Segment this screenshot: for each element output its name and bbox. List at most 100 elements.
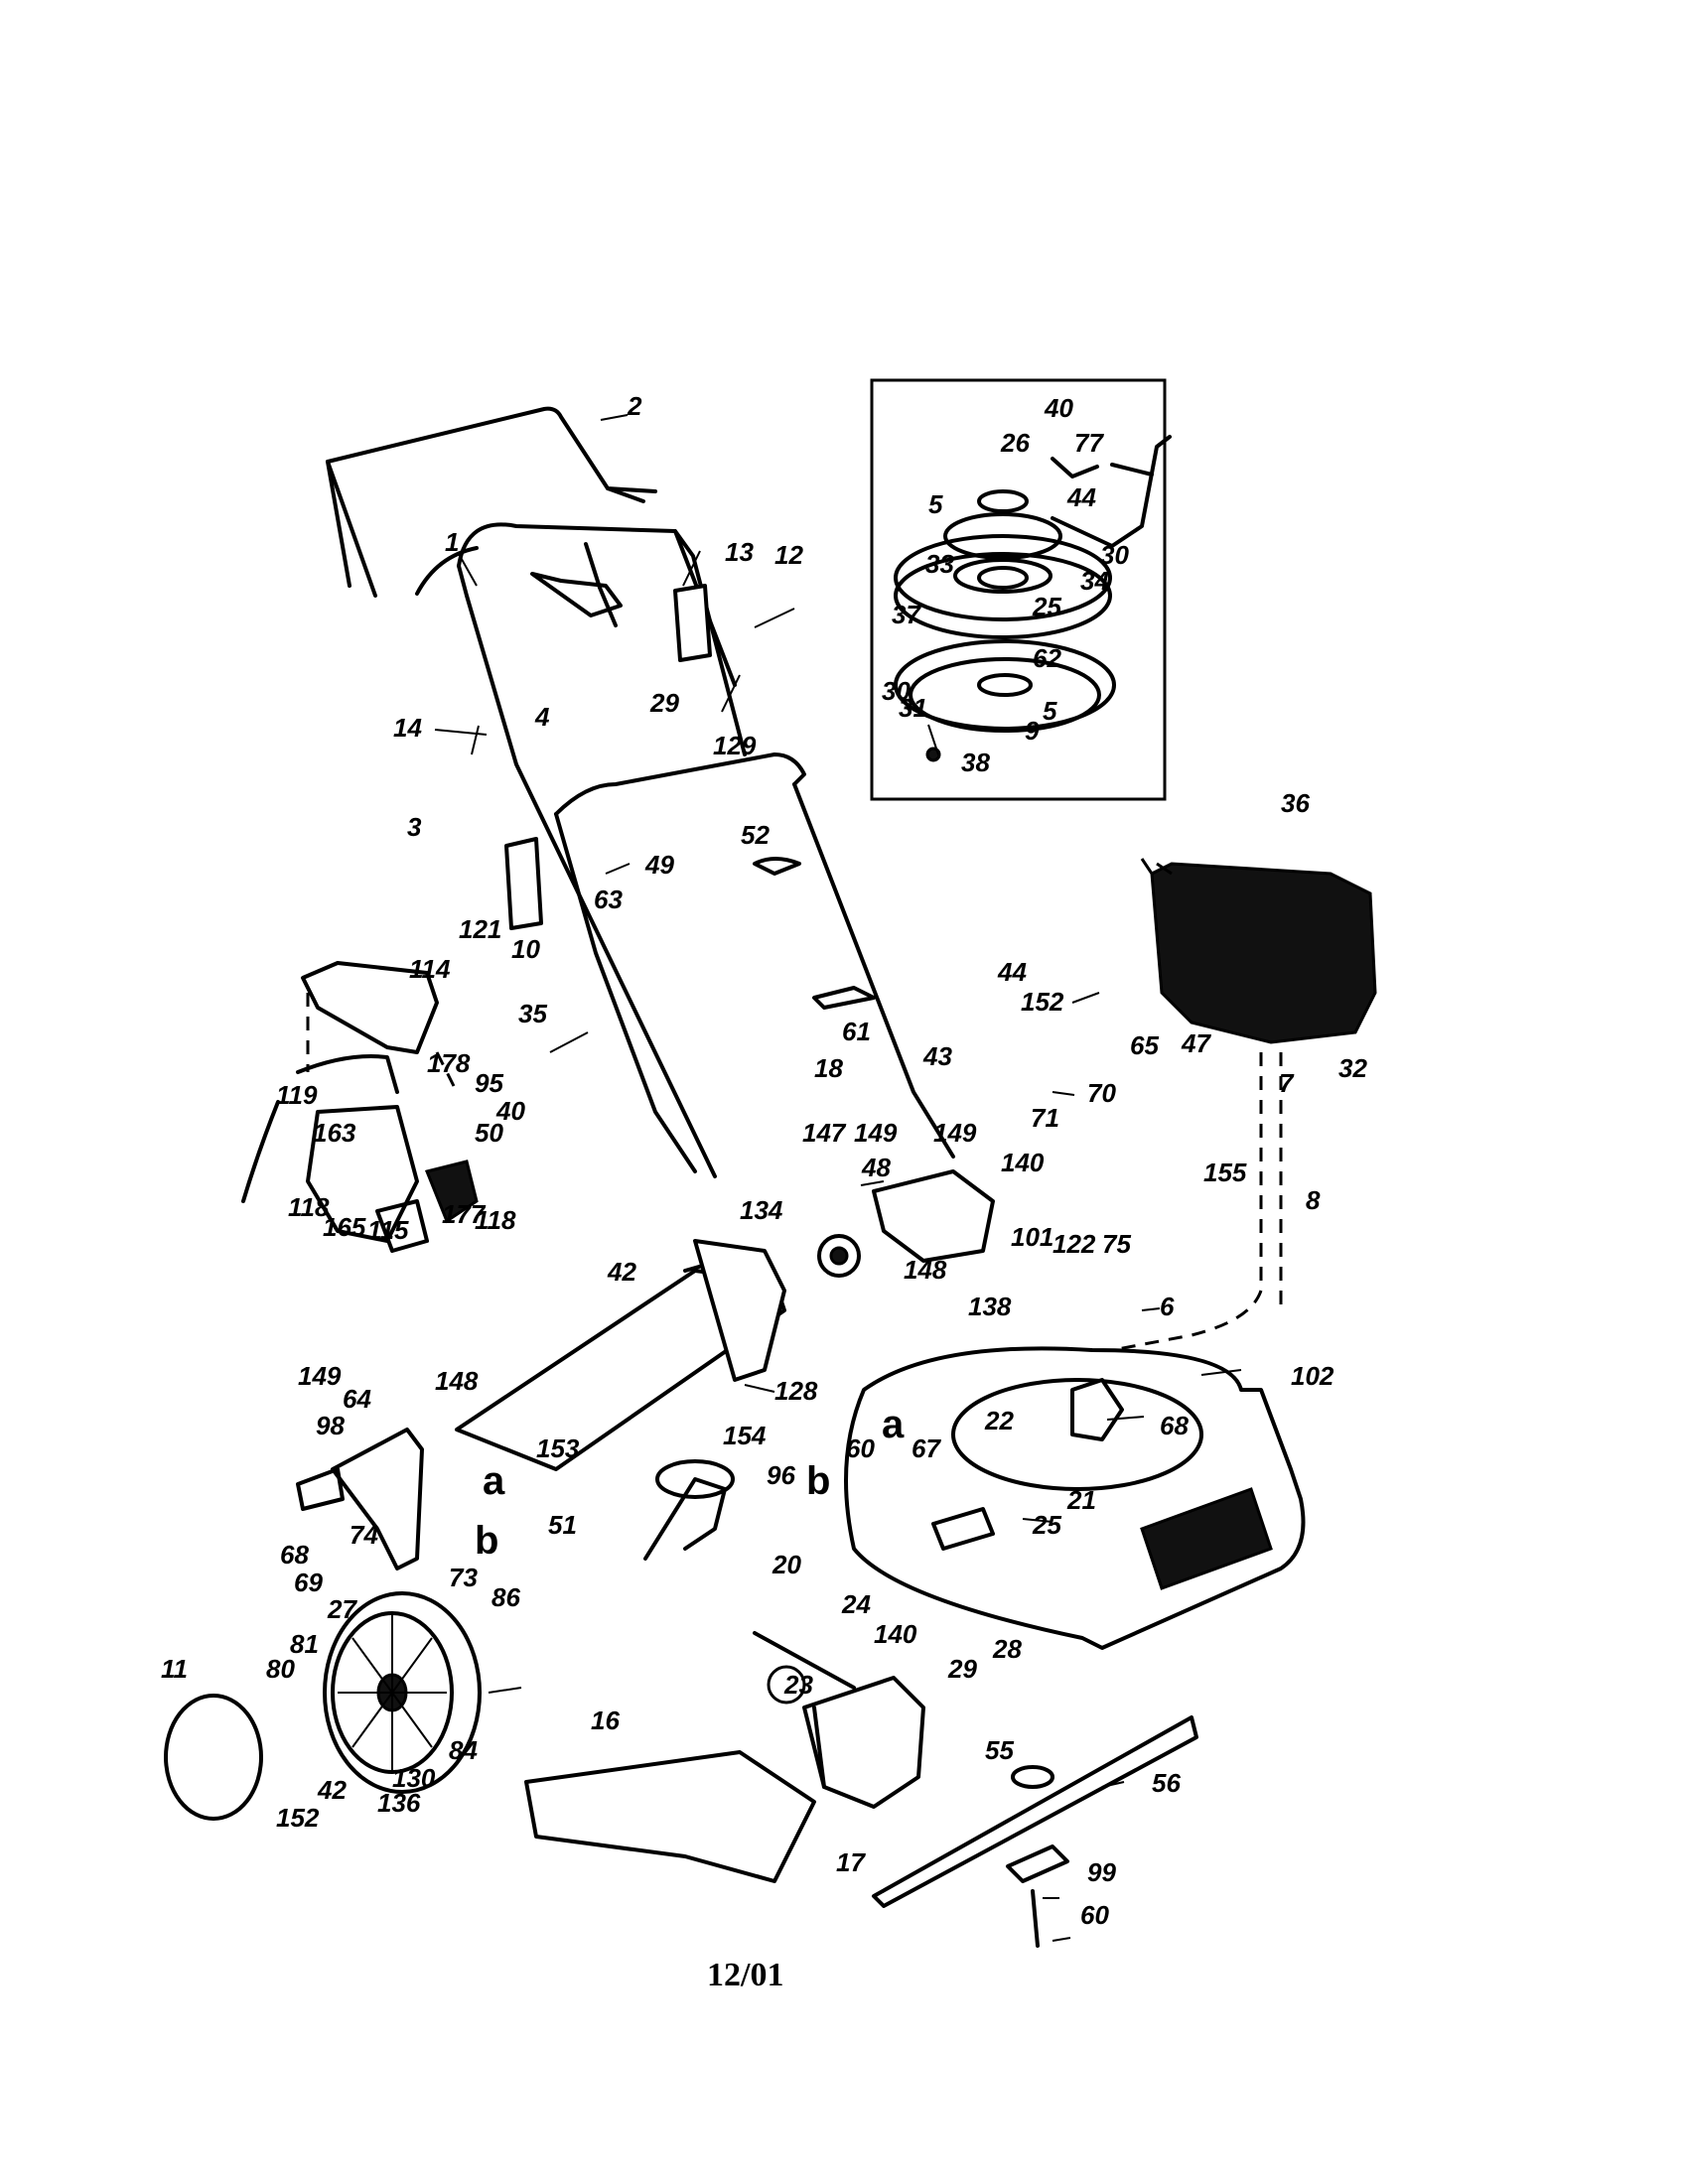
part-label-118-right: 118 (475, 1205, 516, 1235)
inset-pulley-assembly (870, 378, 1172, 801)
part-label-40-flap: 40 (495, 1096, 525, 1126)
part-label-155: 155 (1203, 1158, 1247, 1187)
part-label-48: 48 (861, 1153, 891, 1182)
part-label-99: 99 (1087, 1857, 1116, 1887)
part-label-147: 147 (802, 1118, 847, 1148)
part-label-21: 21 (1066, 1485, 1096, 1515)
part-label-65: 65 (1130, 1030, 1159, 1060)
part-label-62: 62 (1033, 643, 1061, 673)
part-label-149-mid: 149 (933, 1118, 977, 1148)
dashed-alignment-lines (306, 993, 1283, 1352)
part-label-128: 128 (774, 1376, 818, 1406)
handle-assembly (326, 406, 955, 1178)
part-label-33: 33 (925, 549, 954, 579)
part-label-122: 122 (1052, 1229, 1096, 1259)
part-label-152-wheel: 152 (276, 1803, 320, 1833)
part-label-23: 23 (783, 1670, 813, 1700)
part-label-140-main: 140 (1001, 1148, 1045, 1177)
part-label-27: 27 (327, 1594, 357, 1624)
mower-deck (844, 1346, 1306, 1650)
part-label-13: 13 (725, 537, 754, 567)
part-label-42-wheel: 42 (317, 1775, 347, 1805)
part-label-35: 35 (518, 999, 547, 1028)
part-label-38: 38 (961, 748, 990, 777)
part-label-61: 61 (842, 1017, 871, 1046)
part-label-42-frame: 42 (607, 1257, 636, 1287)
part-label-29-handle: 29 (649, 688, 679, 718)
part-label-6: 6 (1160, 1292, 1175, 1321)
part-label-47: 47 (1181, 1028, 1211, 1058)
part-label-25-inset: 25 (1032, 592, 1061, 621)
part-label-3: 3 (407, 812, 422, 842)
part-label-25-deck: 25 (1032, 1510, 1061, 1540)
part-label-152-main: 152 (1021, 987, 1064, 1017)
part-label-1: 1 (445, 527, 459, 557)
part-label-102: 102 (1291, 1361, 1334, 1391)
part-label-67: 67 (912, 1433, 941, 1463)
part-label-75: 75 (1102, 1229, 1131, 1259)
part-label-50: 50 (475, 1118, 503, 1148)
part-label-30-inset-left: 30 (882, 676, 911, 706)
part-label-134: 134 (740, 1195, 783, 1225)
part-label-30-inset-right: 30 (1100, 540, 1129, 570)
part-label-84: 84 (449, 1735, 478, 1765)
ref-mark-a-deck: a (882, 1403, 905, 1446)
part-label-8: 8 (1306, 1185, 1321, 1215)
part-label-95: 95 (475, 1068, 503, 1098)
part-label-119: 119 (276, 1080, 318, 1110)
part-label-177: 177 (442, 1199, 487, 1229)
part-label-18: 18 (814, 1053, 843, 1083)
front-wheel (164, 1591, 482, 1821)
part-label-43: 43 (922, 1041, 952, 1071)
engine (1140, 858, 1377, 1044)
part-label-4: 4 (534, 702, 550, 732)
part-label-63: 63 (594, 885, 623, 914)
part-label-36: 36 (1281, 788, 1310, 818)
part-label-11: 11 (161, 1654, 188, 1684)
part-label-80: 80 (266, 1654, 295, 1684)
part-label-49: 49 (644, 850, 674, 880)
part-label-69: 69 (294, 1568, 323, 1597)
grass-catcher (524, 1631, 925, 1883)
part-label-24: 24 (841, 1589, 871, 1619)
part-label-101: 101 (1011, 1222, 1053, 1252)
part-label-68-deck: 68 (1160, 1411, 1189, 1440)
part-label-178: 178 (427, 1048, 471, 1078)
part-label-148-gear: 148 (904, 1255, 947, 1285)
part-label-96: 96 (767, 1460, 795, 1490)
part-label-118-left: 118 (288, 1192, 330, 1222)
part-label-64: 64 (343, 1384, 371, 1414)
part-labels: 2 1 13 12 29 129 14 4 3 52 49 63 121 10 … (161, 391, 1367, 1930)
footer-date-code: 12/01 (707, 1957, 783, 1993)
part-label-28: 28 (992, 1634, 1022, 1664)
part-label-20: 20 (772, 1550, 801, 1579)
part-label-10: 10 (511, 934, 540, 964)
part-label-136: 136 (377, 1788, 421, 1818)
part-label-60-blade: 60 (1080, 1900, 1109, 1930)
part-label-114: 114 (409, 954, 451, 984)
part-label-165: 165 (323, 1212, 366, 1242)
part-label-17: 17 (836, 1847, 866, 1877)
part-label-148-left: 148 (435, 1366, 479, 1396)
part-label-52: 52 (741, 820, 770, 850)
part-label-149-left: 149 (298, 1361, 342, 1391)
part-label-154: 154 (723, 1421, 767, 1450)
part-label-86: 86 (491, 1582, 520, 1612)
part-label-129: 129 (713, 731, 757, 760)
part-label-32: 32 (1338, 1053, 1367, 1083)
part-label-5-inset-top: 5 (928, 489, 943, 519)
ref-mark-b-left: b (475, 1519, 498, 1563)
part-label-153: 153 (536, 1433, 580, 1463)
part-label-60-deck: 60 (846, 1433, 875, 1463)
blade (872, 1715, 1198, 1948)
part-label-9: 9 (1025, 716, 1040, 746)
rear-flap-assembly (241, 961, 479, 1253)
part-label-44-inset: 44 (1066, 482, 1096, 512)
part-label-115: 115 (367, 1215, 409, 1245)
part-label-31: 31 (899, 693, 927, 723)
part-label-7: 7 (1279, 1068, 1295, 1098)
part-label-68-left: 68 (280, 1540, 309, 1570)
part-label-73: 73 (449, 1563, 478, 1592)
part-label-70: 70 (1087, 1078, 1116, 1108)
